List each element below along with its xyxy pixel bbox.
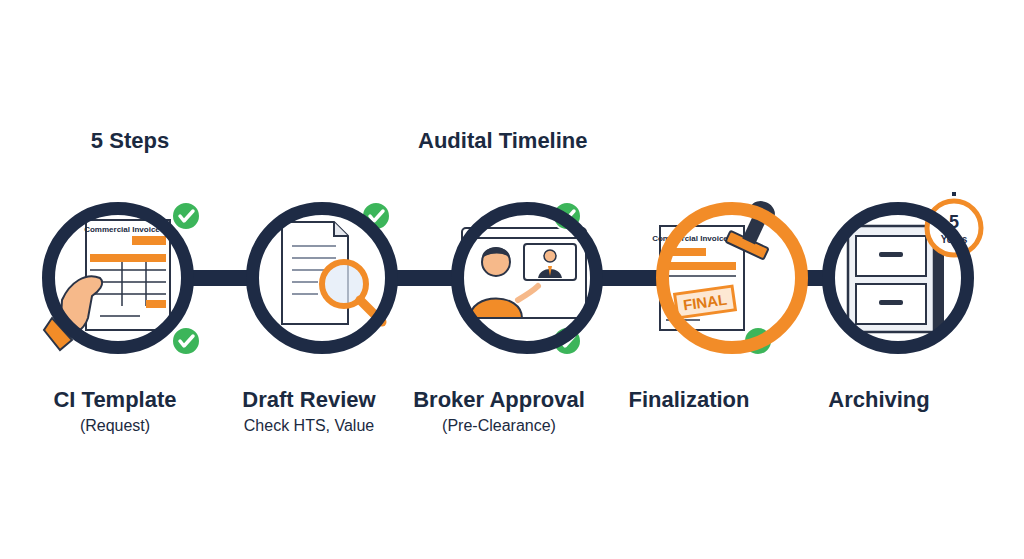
- step-caption: Finalization: [565, 387, 813, 413]
- step-caption: Archiving: [755, 387, 1003, 413]
- chain-link-line: [188, 270, 252, 286]
- step-subtitle: (Request): [0, 417, 239, 435]
- invoice-title: Commercial Invoice: [652, 234, 728, 243]
- step-circle: Finalization: [656, 202, 808, 354]
- diagram-title: Audital Timeline: [418, 128, 588, 154]
- step-title: CI Template: [0, 387, 239, 413]
- chain-link: [188, 278, 252, 279]
- invoice-illustration: [44, 220, 170, 350]
- step-circle: CI Template(Request): [42, 202, 194, 354]
- step-title: Archiving: [755, 387, 1003, 413]
- step-caption: Broker Approval (Pre-Clearance): [375, 387, 623, 435]
- chain-link: [392, 278, 457, 279]
- years-number: 5: [949, 212, 959, 233]
- step-title: Broker Approval: [375, 387, 623, 413]
- chain-link-line: [597, 270, 662, 286]
- review-illustration: [282, 222, 382, 324]
- step-subtitle: Check HTS, Value: [185, 417, 433, 435]
- invoice-title: Commercial Invoice: [84, 225, 160, 234]
- step-circle: Broker Approval(Pre-Clearance): [451, 202, 603, 354]
- step-caption: CI Template (Request): [0, 387, 239, 435]
- step-caption: Draft ReviewCheck HTS, Value: [185, 387, 433, 435]
- step-circle: Archiving: [822, 202, 974, 354]
- chain-link: [597, 278, 662, 279]
- step-title: Draft Review: [185, 387, 433, 413]
- broker-illustration: [462, 228, 586, 318]
- step-count: 5 Steps: [91, 128, 169, 154]
- step-subtitle: (Pre-Clearance): [375, 417, 623, 435]
- step-circle: Draft ReviewCheck HTS, Value: [246, 202, 398, 354]
- step-title: Finalization: [565, 387, 813, 413]
- chain-link-line: [392, 270, 457, 286]
